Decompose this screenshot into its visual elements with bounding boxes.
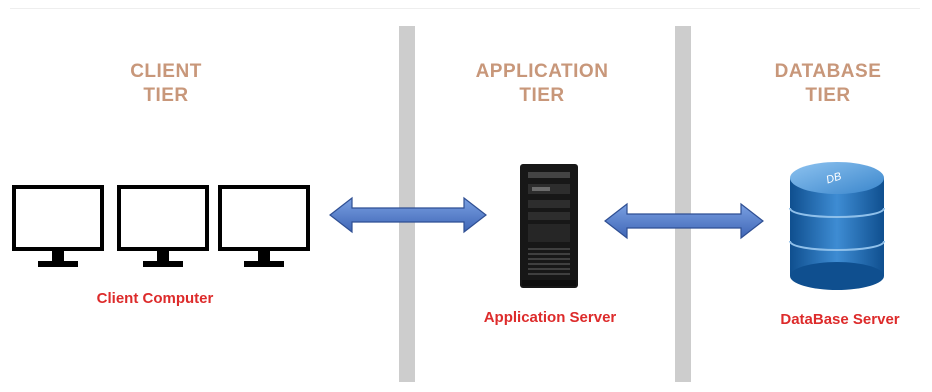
desktop-monitor-icon — [117, 185, 209, 267]
database-tier-title-line2: TIER — [805, 85, 851, 106]
server-tower-icon — [520, 164, 578, 288]
client-computer-label: Client Computer — [96, 290, 214, 307]
desktop-monitor-icon — [12, 185, 104, 267]
tier-divider-right — [675, 26, 691, 382]
top-frame-line — [10, 8, 920, 9]
application-tier-title: APPLICATION TIER — [437, 60, 647, 108]
client-tier-title-line1: CLIENT — [130, 61, 202, 82]
desktop-monitor-icon — [218, 185, 310, 267]
database-tier-title: DATABASE TIER — [743, 60, 913, 108]
client-tier-title-line2: TIER — [143, 85, 189, 106]
database-cylinder-icon: DB — [789, 162, 885, 290]
tier-divider-left — [399, 26, 415, 382]
double-arrow-icon — [604, 202, 764, 240]
database-db-text: DB — [825, 170, 843, 186]
double-arrow-icon — [329, 196, 487, 234]
application-tier-title-line2: TIER — [519, 85, 565, 106]
application-tier-title-line1: APPLICATION — [475, 61, 609, 82]
database-server-label: DataBase Server — [780, 311, 900, 328]
client-tier-title: CLIENT TIER — [91, 60, 241, 108]
application-server-label: Application Server — [483, 309, 617, 326]
database-tier-title-line1: DATABASE — [774, 61, 882, 82]
